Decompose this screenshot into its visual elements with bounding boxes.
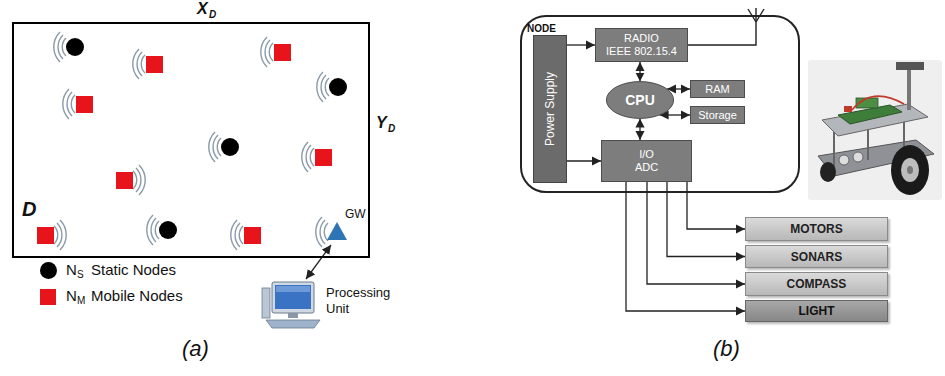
static-nodes [66,38,347,239]
node-text: Storage [698,109,737,122]
node-text: SONARS [791,250,842,264]
ram-box: RAM [690,80,745,98]
node-text: NODE [527,23,556,34]
node-text: RADIO [624,32,659,45]
connector-arrow [667,182,745,257]
mobile-nodes [37,44,332,244]
connector-arrow [626,182,745,311]
axis-label: X [197,0,208,18]
node-text: LIGHT [799,304,835,318]
panel-label: (b) [713,336,740,362]
radio-waves [54,32,329,250]
legend-symbol: N [66,261,77,278]
legend-symbol: N [66,287,77,304]
node-text: COMPASS [787,277,847,291]
axis-label: Y [376,114,387,132]
connector-arrow [647,182,745,284]
node-housing: NODE Power Supply RADIOIEEE 802.15.4CPU RAM… [520,15,800,193]
connector-arrow [687,182,745,229]
node-text: IEEE 802.15.4 [606,45,677,58]
processing-unit-label: Processing Unit [326,285,406,316]
node-text: Power Supply [543,72,557,146]
connector-arrow [667,88,690,89]
panel-label: (a) [182,336,209,362]
cpu-ellipse: CPU [605,80,675,120]
legend-swatch [40,262,57,279]
antenna [688,8,764,45]
legend-text: Mobile Nodes [91,287,183,304]
legend-text: Static Nodes [91,261,176,278]
gateway-triangle [327,222,347,240]
node-text: MOTORS [790,222,842,236]
power-supply-bar: Power Supply [533,35,567,183]
peripheral-box: LIGHT [745,300,888,322]
peripheral-box: MOTORS [745,217,888,241]
connector-arrow [567,160,601,161]
peripheral-box: SONARS [745,245,888,268]
legend-subscript: S [77,269,84,280]
gateway-label: GW [345,207,366,221]
node-text: ADC [635,161,658,174]
io-box: I/OADC [601,140,692,182]
legend-subscript: M [77,295,85,306]
connector-arrow [639,118,640,140]
node-text: I/O [639,148,654,161]
connector-arrow [639,62,640,82]
deployment-area: D [12,22,370,258]
radio-box: RADIOIEEE 802.15.4 [595,28,688,62]
node-text: D [22,198,36,221]
storage-box: Storage [690,106,745,124]
node-text: CPU [625,92,655,108]
node-text: RAM [705,83,729,96]
axis-subscript: D [209,9,216,20]
peripheral-box: COMPASS [745,272,888,296]
axis-subscript: D [388,123,395,134]
ellipse-shape [606,82,673,119]
connector-arrow [660,114,691,115]
connector-arrow [567,44,595,45]
computer-icon [262,282,320,328]
legend-swatch [40,289,56,305]
robot-photo [808,60,942,200]
gateway-link [306,245,331,279]
